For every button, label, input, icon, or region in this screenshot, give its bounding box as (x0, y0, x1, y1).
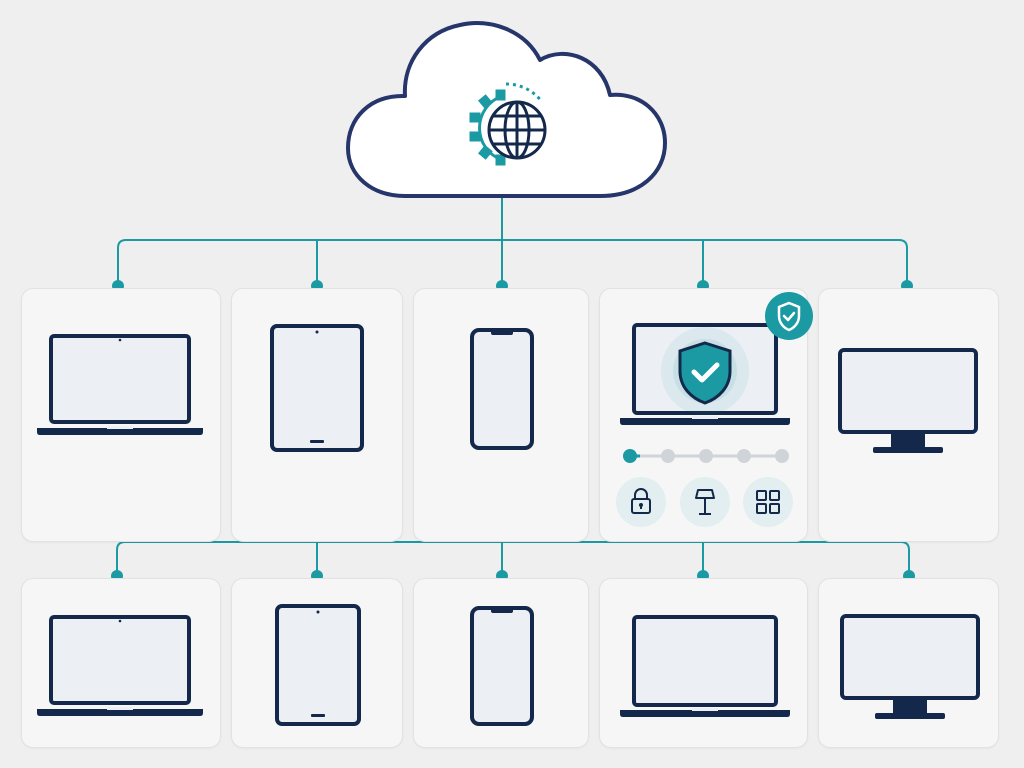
laptop-icon (620, 615, 790, 717)
device-card-secure-laptop[interactable] (599, 288, 813, 542)
tablet-icon (270, 324, 364, 452)
smartphone-icon (470, 606, 534, 726)
laptop-icon (37, 615, 203, 716)
device-card-monitor-2[interactable] (818, 578, 999, 748)
top-bus-line (117, 239, 908, 285)
globe-gear-icon (469, 82, 547, 166)
laptop-shield-icon (620, 323, 790, 425)
step-2 (661, 449, 675, 463)
bottom-bus-line (116, 541, 910, 576)
device-card-laptop-3[interactable] (599, 578, 808, 748)
lamp-icon[interactable] (680, 477, 730, 527)
device-card-laptop-1[interactable] (21, 288, 221, 542)
device-card-tablet-1[interactable] (231, 288, 403, 542)
progress-stepper (623, 449, 789, 463)
device-card-tablet-2[interactable] (231, 578, 403, 748)
tablet-icon (275, 604, 361, 726)
lock-icon[interactable] (616, 477, 666, 527)
step-5 (775, 449, 789, 463)
step-1 (623, 449, 637, 463)
device-card-phone-2[interactable] (413, 578, 589, 748)
device-card-phone-1[interactable] (413, 288, 589, 542)
grid-icon[interactable] (743, 477, 793, 527)
monitor-icon (840, 614, 980, 719)
device-card-laptop-2[interactable] (21, 578, 221, 748)
step-4 (737, 449, 751, 463)
step-3 (699, 449, 713, 463)
smartphone-icon (470, 328, 534, 450)
device-card-monitor-1[interactable] (818, 288, 999, 542)
shield-check-icon[interactable] (764, 291, 814, 341)
laptop-icon (37, 334, 203, 435)
monitor-icon (838, 348, 978, 453)
